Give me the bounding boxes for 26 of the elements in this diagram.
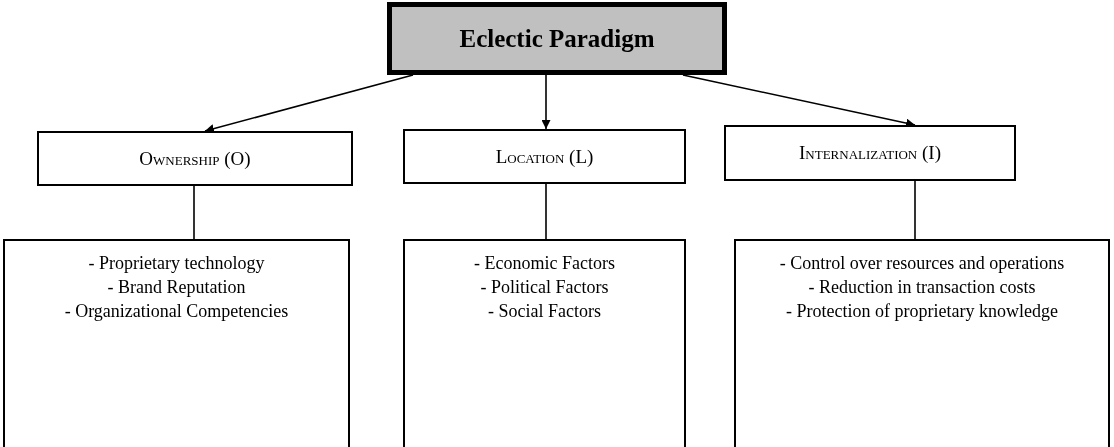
list-item: - Organizational Competencies <box>64 300 289 323</box>
category-label: Location (L) <box>495 145 594 168</box>
list-item: - Protection of proprietary knowledge <box>786 300 1058 323</box>
category-box <box>403 129 686 184</box>
connector-line <box>193 185 195 240</box>
arrow <box>541 74 551 130</box>
list-item: - Reduction in transaction costs <box>808 276 1036 299</box>
factor-list-box <box>3 239 350 447</box>
factor-list-box <box>403 239 686 447</box>
list-item: - Social Factors <box>488 300 601 323</box>
connector-line <box>914 180 916 240</box>
category-box <box>37 131 353 186</box>
category-box <box>724 125 1016 181</box>
title-text: Eclectic Paradigm <box>459 24 655 53</box>
list-item: - Political Factors <box>480 276 609 299</box>
category-label: Ownership (O) <box>139 147 251 170</box>
list-item: - Economic Factors <box>474 252 615 275</box>
arrow <box>204 74 414 133</box>
category-label: Internalization (I) <box>799 142 941 164</box>
factor-list-box <box>734 239 1110 447</box>
list-item: - Control over resources and operations <box>779 252 1065 275</box>
title-box <box>387 2 727 75</box>
connector-line <box>545 183 547 240</box>
arrow <box>682 74 916 128</box>
list-item: - Proprietary technology <box>88 252 265 275</box>
list-item: - Brand Reputation <box>107 276 246 299</box>
